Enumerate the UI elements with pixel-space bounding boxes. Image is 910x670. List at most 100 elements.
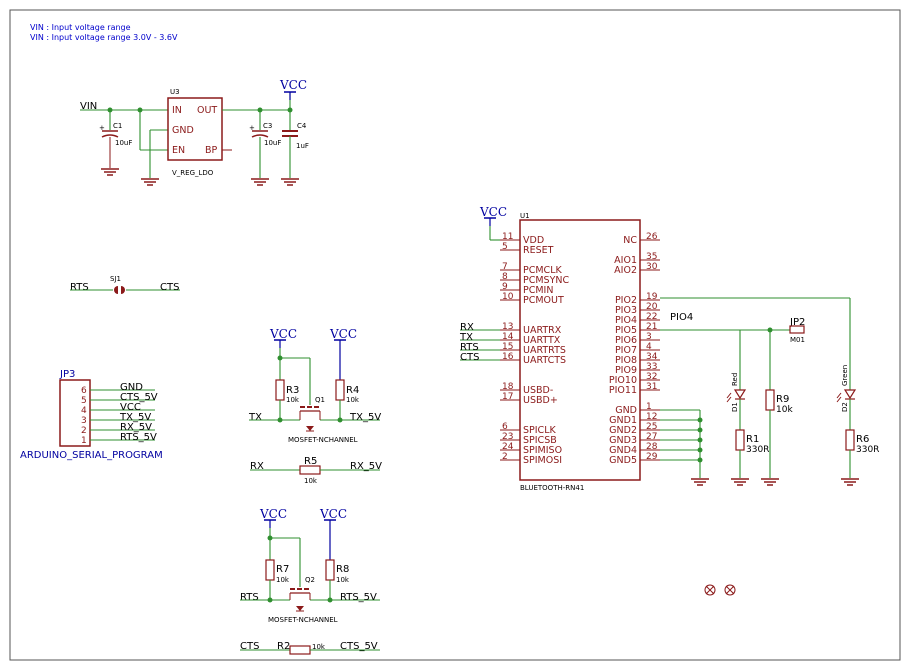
r8-ref: R8 <box>336 564 349 575</box>
r1-value: 330R <box>746 445 769 455</box>
u1-ref: U1 <box>520 212 530 220</box>
u1-pin-number: 28 <box>646 442 658 452</box>
u1-pin-name: GND1 <box>609 415 637 426</box>
u1-pin-name: PIO11 <box>609 385 637 396</box>
r4-value: 10k <box>346 396 360 404</box>
jp3-value: ARDUINO_SERIAL_PROGRAM <box>20 450 163 461</box>
u3-ref: U3 <box>170 88 180 96</box>
u1-pin-number: 16 <box>502 352 514 362</box>
u1-pin-name: UARTCTS <box>523 355 566 366</box>
uart-net-tx: TX <box>459 332 473 343</box>
u1-pin-number: 30 <box>646 262 658 272</box>
u1-pin-name: SPICSB <box>523 435 557 446</box>
u3-pin-gnd: GND <box>172 125 194 136</box>
pio4-net-label: PIO4 <box>670 312 693 323</box>
u1-pin-name: PCMIN <box>523 285 553 296</box>
r6-ref: R6 <box>856 434 869 445</box>
u1-pin-name: UARTTX <box>523 335 561 346</box>
level-shifter-q1: VCC VCC R3 10k R4 10k TX TX_5V <box>248 327 381 444</box>
u1-pin-name: UARTRTS <box>523 345 566 356</box>
c4-ref: C4 <box>297 122 307 130</box>
jp3-pin-row: 2 RX_5V <box>81 422 155 436</box>
jp3-pin-row: 5 CTS_5V <box>81 392 158 406</box>
q1-vcc-label: VCC <box>269 327 297 341</box>
ground-icon <box>841 478 859 486</box>
q1-right-net: TX_5V <box>349 412 381 423</box>
jp3-pin-row: 4 VCC <box>81 402 155 416</box>
jp3-ref: JP3 <box>59 369 75 380</box>
resistor-r7 <box>265 559 275 581</box>
jp3-net-tx5v: TX_5V <box>119 412 151 423</box>
u1-pin-name: GND2 <box>609 425 637 436</box>
ground-icon <box>761 478 779 486</box>
u1-pin-name: GND3 <box>609 435 637 446</box>
ground-icon <box>141 178 159 186</box>
u1-pin-number: 4 <box>646 342 652 352</box>
sj1-ref: SJ1 <box>110 275 121 283</box>
u1-pin-name: USBD+ <box>523 395 558 406</box>
r5-right-net: RX_5V <box>350 461 382 472</box>
d1-color: Red <box>731 373 739 386</box>
jp2-value: M01 <box>790 336 805 344</box>
vcc-symbol: VCC <box>479 205 507 226</box>
svg-text:4: 4 <box>81 406 87 416</box>
u3-pin-out: OUT <box>197 105 217 116</box>
u1-pin-name: AIO1 <box>614 255 637 266</box>
u1-right-pins: 26NC35AIO130AIO219PIO220PIO322PIO421PIO5… <box>609 232 660 466</box>
led-d2-branch: Green D2 R6 330R <box>836 365 879 486</box>
svg-text:+: + <box>99 124 105 132</box>
vcc-symbol: VCC <box>319 507 347 560</box>
ground-icon <box>691 478 709 486</box>
u1-pin-name: SPIMOSI <box>523 455 562 466</box>
u1-pin-number: 13 <box>502 322 513 332</box>
u1-pin-number: 9 <box>502 282 508 292</box>
u1-pin-name: PIO8 <box>615 355 637 366</box>
q2-ref: Q2 <box>305 576 315 584</box>
u3-pin-en: EN <box>172 145 185 156</box>
resistor-r5 <box>299 465 321 475</box>
u1-pin-number: 6 <box>502 422 508 432</box>
u1-pin-number: 7 <box>502 262 508 272</box>
svg-text:+: + <box>249 124 255 132</box>
r1-ref: R1 <box>746 434 759 445</box>
u1-pin-number: 27 <box>646 432 657 442</box>
ground-icon <box>101 168 119 176</box>
svg-text:1: 1 <box>81 436 87 446</box>
u1-pin-name: PIO3 <box>615 305 637 316</box>
u1-left-pin: 17 USBD+ <box>500 392 558 406</box>
u3-pin-bp: BP <box>205 145 218 156</box>
u1-pin-number: 14 <box>502 332 514 342</box>
jp3-net-rts5v: RTS_5V <box>120 432 157 443</box>
u1-pin-name: PIO2 <box>615 295 637 306</box>
u1-right-pin: 20 PIO3 <box>615 302 660 316</box>
jp3-net-rx5v: RX_5V <box>120 422 152 433</box>
sj1-left-net: RTS <box>70 282 89 293</box>
c3-value: 10uF <box>264 139 281 147</box>
u1-pin-number: 8 <box>502 272 508 282</box>
u1-pin-number: 17 <box>502 392 513 402</box>
resistor-r5-row: RX R5 10k RX_5V <box>250 456 382 485</box>
u1-pin-number: 20 <box>646 302 658 312</box>
u1-pin-name: RESET <box>523 245 554 256</box>
r2-right-net: CTS_5V <box>340 641 378 652</box>
jp3-net-gnd: GND <box>120 382 143 393</box>
uart-net-rx: RX <box>460 322 474 333</box>
u1-vcc-label: VCC <box>479 205 507 219</box>
u1-pin-number: 33 <box>646 362 657 372</box>
u1-pin-number: 35 <box>646 252 657 262</box>
solder-jumper-sj1: RTS SJ1 CTS <box>70 275 180 294</box>
q1-value: MOSFET-NCHANNEL <box>288 436 358 444</box>
vcc-symbol: VCC <box>269 327 297 348</box>
